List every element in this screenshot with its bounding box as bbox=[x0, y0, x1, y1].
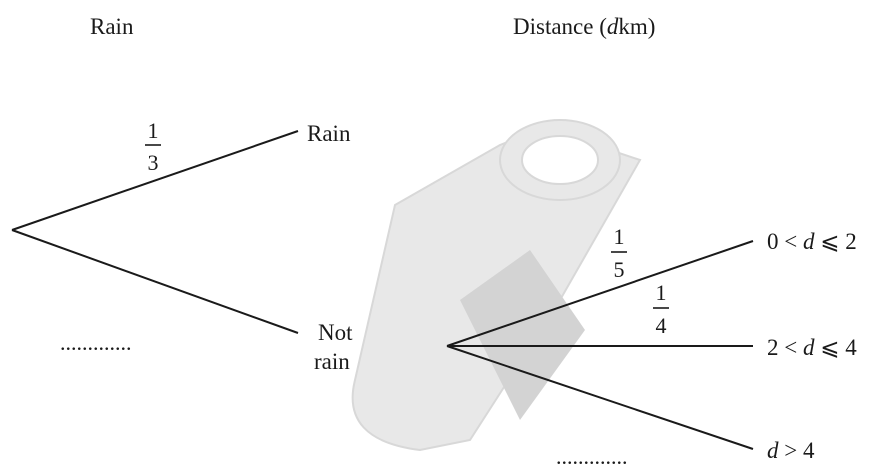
outcome-not-rain-line2: rain bbox=[314, 349, 350, 374]
branch-d-gt-4 bbox=[446, 345, 754, 450]
prob-d-0-2-denominator: 5 bbox=[614, 257, 625, 282]
answer-blank-not-rain[interactable]: ............. bbox=[60, 330, 132, 355]
answer-blank-d-gt-4[interactable]: ............. bbox=[556, 444, 628, 469]
header-distance: Distance (dkm) bbox=[513, 14, 655, 39]
prob-d-0-2-numerator: 1 bbox=[614, 224, 625, 249]
prob-d-2-4-numerator: 1 bbox=[656, 280, 667, 305]
branch-rain bbox=[11, 130, 299, 231]
branch-d-0-2 bbox=[446, 240, 754, 347]
prob-rain-numerator: 1 bbox=[148, 118, 159, 143]
header-rain: Rain bbox=[90, 14, 134, 39]
prob-d-2-4-fraction: 1 4 bbox=[653, 280, 669, 338]
branch-not-rain bbox=[11, 229, 299, 334]
outcome-d-0-2: 0 < d ⩽ 2 bbox=[767, 229, 857, 254]
prob-d-2-4-denominator: 4 bbox=[656, 313, 667, 338]
scroll-watermark-icon bbox=[351, 119, 642, 452]
outcome-d-2-4: 2 < d ⩽ 4 bbox=[767, 335, 857, 360]
outcome-not-rain-line1: Not bbox=[318, 320, 353, 345]
outcome-rain: Rain bbox=[307, 121, 351, 146]
prob-rain-fraction: 1 3 bbox=[145, 118, 161, 175]
prob-d-0-2-fraction: 1 5 bbox=[611, 224, 627, 282]
outcome-d-gt-4: d > 4 bbox=[767, 438, 815, 463]
prob-rain-denominator: 3 bbox=[148, 150, 159, 175]
